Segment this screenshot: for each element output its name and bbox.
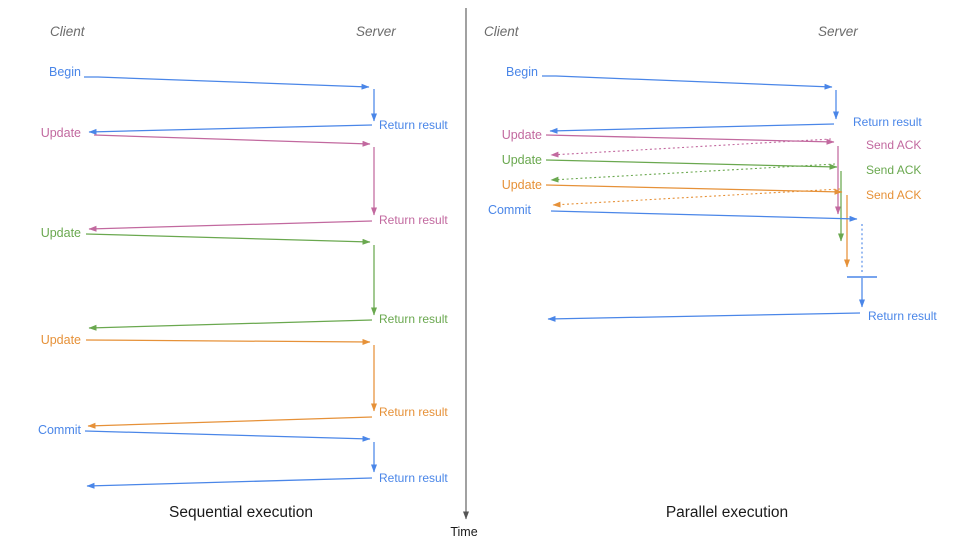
seq-update2-return-arrow xyxy=(88,319,373,331)
par-begin-label: Begin xyxy=(506,65,538,79)
seq-commit-return-arrow xyxy=(86,477,373,489)
seq-update1-send-arrow xyxy=(93,134,371,147)
par-update1-response-label: Send ACK xyxy=(866,138,921,152)
par-update3-ack-dotted-arrow xyxy=(552,188,841,208)
sequential-client-label: Client xyxy=(50,24,86,39)
par-update1-send-arrow xyxy=(545,134,835,145)
par-begin-send-arrow xyxy=(542,75,833,90)
seq-update3-label: Update xyxy=(41,333,81,347)
time-axis: Time xyxy=(450,8,478,539)
seq-begin-return-arrow xyxy=(88,124,373,135)
seq-commit-send-arrow xyxy=(84,430,371,442)
par-commit-label: Commit xyxy=(488,203,532,217)
par-update2-label: Update xyxy=(502,153,542,167)
par-commit-response-label: Return result xyxy=(868,309,937,323)
seq-update3-return-arrow xyxy=(87,416,373,429)
seq-begin-label: Begin xyxy=(49,65,81,79)
par-begin-return-arrow xyxy=(549,123,835,134)
par-commit-send-arrow xyxy=(550,210,858,222)
seq-commit-response-label: Return result xyxy=(379,471,448,485)
parallel-panel: Client Server Begin Return result Update… xyxy=(484,24,937,521)
seq-update3-send-arrow xyxy=(85,338,371,345)
parallel-server-label: Server xyxy=(818,24,858,39)
seq-update3-response-label: Return result xyxy=(379,405,448,419)
par-update3-label: Update xyxy=(502,178,542,192)
par-update3-send-arrow xyxy=(545,184,843,195)
sequential-panel-title: Sequential execution xyxy=(169,504,313,521)
seq-begin-send-arrow xyxy=(84,76,370,90)
seq-update1-label: Update xyxy=(41,126,81,140)
seq-begin-response-label: Return result xyxy=(379,118,448,132)
seq-commit-label: Commit xyxy=(38,423,82,437)
par-update1-label: Update xyxy=(502,128,542,142)
par-update1-ack-dotted-arrow xyxy=(550,138,832,158)
seq-update2-response-label: Return result xyxy=(379,312,448,326)
par-update3-response-label: Send ACK xyxy=(866,188,921,202)
par-update2-send-arrow xyxy=(545,159,838,170)
par-commit-return-arrow xyxy=(547,312,861,322)
seq-update2-label: Update xyxy=(41,226,81,240)
parallel-panel-title: Parallel execution xyxy=(666,504,788,521)
seq-update2-send-arrow xyxy=(85,233,371,245)
time-axis-label: Time xyxy=(450,525,477,539)
parallel-client-label: Client xyxy=(484,24,520,39)
sequential-panel: Client Server Begin Return result Update… xyxy=(38,24,448,521)
seq-update1-response-label: Return result xyxy=(379,213,448,227)
seq-update1-return-arrow xyxy=(88,220,373,232)
par-update2-response-label: Send ACK xyxy=(866,163,921,177)
par-begin-response-label: Return result xyxy=(853,115,922,129)
sequential-server-label: Server xyxy=(356,24,396,39)
par-update2-ack-dotted-arrow xyxy=(550,163,836,183)
